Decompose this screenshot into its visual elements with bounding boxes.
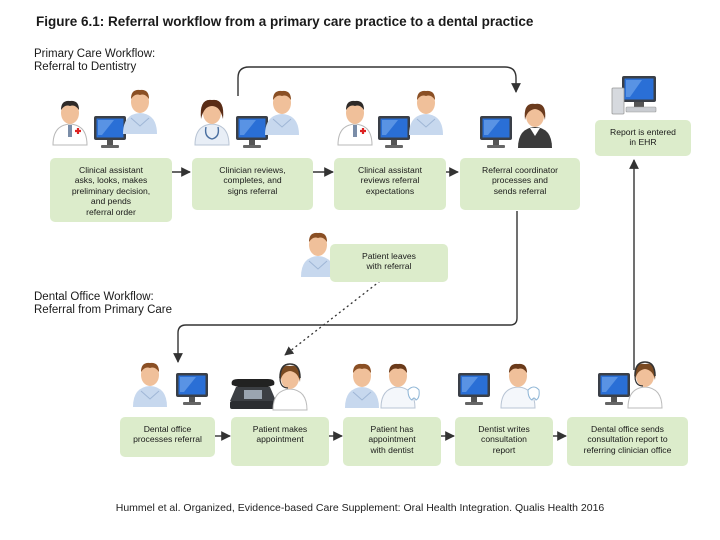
monitor-icon bbox=[480, 116, 512, 148]
monitor-icon bbox=[176, 373, 208, 405]
dental-staff-icon bbox=[132, 362, 168, 408]
monitor-icon bbox=[94, 116, 126, 148]
dental-step-dentist-writes-report: Dentist writes consultation report bbox=[455, 417, 553, 466]
step1-icons bbox=[51, 89, 158, 148]
headset-staff-icon bbox=[627, 361, 663, 409]
primary-care-heading-line2: Referral to Dentistry bbox=[34, 61, 137, 73]
dental-step3-icons bbox=[344, 363, 420, 409]
clinician-icon bbox=[194, 99, 230, 146]
desk-phone-icon bbox=[230, 379, 276, 409]
primary-care-heading: Primary Care Workflow: Referral to Denti… bbox=[34, 48, 155, 74]
monitor-icon bbox=[598, 373, 630, 405]
patient-icon bbox=[122, 89, 158, 135]
dental-office-heading-line2: Referral from Primary Care bbox=[34, 304, 173, 316]
patient-icon bbox=[264, 90, 300, 136]
dental-step-processes-referral: Dental office processes referral bbox=[120, 417, 215, 457]
dental-step1-icons bbox=[132, 362, 208, 408]
monitor-icon bbox=[378, 116, 410, 148]
dentist-icon bbox=[380, 363, 420, 409]
referral-coordinator-icon bbox=[518, 103, 552, 148]
step-label: Dentist writes consultation report bbox=[478, 424, 530, 455]
step4-icons bbox=[480, 103, 552, 148]
dentist-icon bbox=[500, 363, 540, 409]
dental-office-heading-line1: Dental Office Workflow: bbox=[34, 291, 154, 303]
step-label: Patient makes appointment bbox=[252, 424, 308, 445]
dental-step-patient-appointment: Patient has appointment with dentist bbox=[343, 417, 441, 466]
note-report-entered-ehr: Report is entered in EHR bbox=[595, 120, 691, 156]
note-label: Report is entered in EHR bbox=[610, 127, 676, 148]
step-label: Clinical assistant asks, looks, makes pr… bbox=[71, 165, 151, 217]
patient-icon bbox=[408, 90, 444, 136]
step-label: Clinician reviews, completes, and signs … bbox=[219, 165, 286, 196]
figure-title: Figure 6.1: Referral workflow from a pri… bbox=[36, 14, 534, 29]
monitor-icon bbox=[458, 373, 490, 405]
dental-step5-icons bbox=[598, 361, 663, 409]
source-caption: Hummel et al. Organized, Evidence-based … bbox=[115, 502, 605, 514]
step-clinical-assistant-pends-order: Clinical assistant asks, looks, makes pr… bbox=[50, 158, 172, 222]
dental-step-patient-makes-appointment: Patient makes appointment bbox=[231, 417, 329, 466]
arrow-referral-to-dental-office bbox=[173, 211, 518, 363]
step-label: Referral coordinator processes and sends… bbox=[482, 165, 558, 196]
arrow-clinician-to-coordinator bbox=[237, 66, 521, 96]
arrow-patient-to-appointment bbox=[284, 277, 385, 356]
step-label: Clinical assistant reviews referral expe… bbox=[358, 165, 422, 196]
step-clinician-signs-referral: Clinician reviews, completes, and signs … bbox=[192, 158, 313, 210]
dental-step4-icons bbox=[458, 363, 540, 409]
ehr-icons bbox=[611, 75, 657, 115]
step-label: Patient has appointment with dentist bbox=[368, 424, 416, 455]
note-patient-leaves: Patient leaves with referral bbox=[330, 244, 448, 282]
primary-care-heading-line1: Primary Care Workflow: bbox=[34, 48, 156, 60]
headset-receptionist-icon bbox=[272, 363, 308, 411]
step-referral-coordinator-sends: Referral coordinator processes and sends… bbox=[460, 158, 580, 210]
note-label: Patient leaves with referral bbox=[362, 251, 416, 272]
step2-icons bbox=[194, 90, 300, 148]
computer-workstation-icon bbox=[611, 75, 657, 115]
step-clinical-assistant-reviews: Clinical assistant reviews referral expe… bbox=[334, 158, 446, 210]
step3-icons bbox=[336, 90, 444, 148]
doctor-icon bbox=[336, 99, 374, 147]
step-label: Dental office sends consultation report … bbox=[583, 424, 672, 455]
step-label: Dental office processes referral bbox=[133, 424, 202, 445]
doctor-icon bbox=[51, 99, 89, 147]
dental-office-heading: Dental Office Workflow: Referral from Pr… bbox=[34, 291, 172, 317]
dental-step-sends-consultation-report: Dental office sends consultation report … bbox=[567, 417, 688, 466]
dental-step2-icons bbox=[230, 363, 308, 411]
patient-icon bbox=[344, 363, 380, 409]
monitor-icon bbox=[236, 116, 268, 148]
